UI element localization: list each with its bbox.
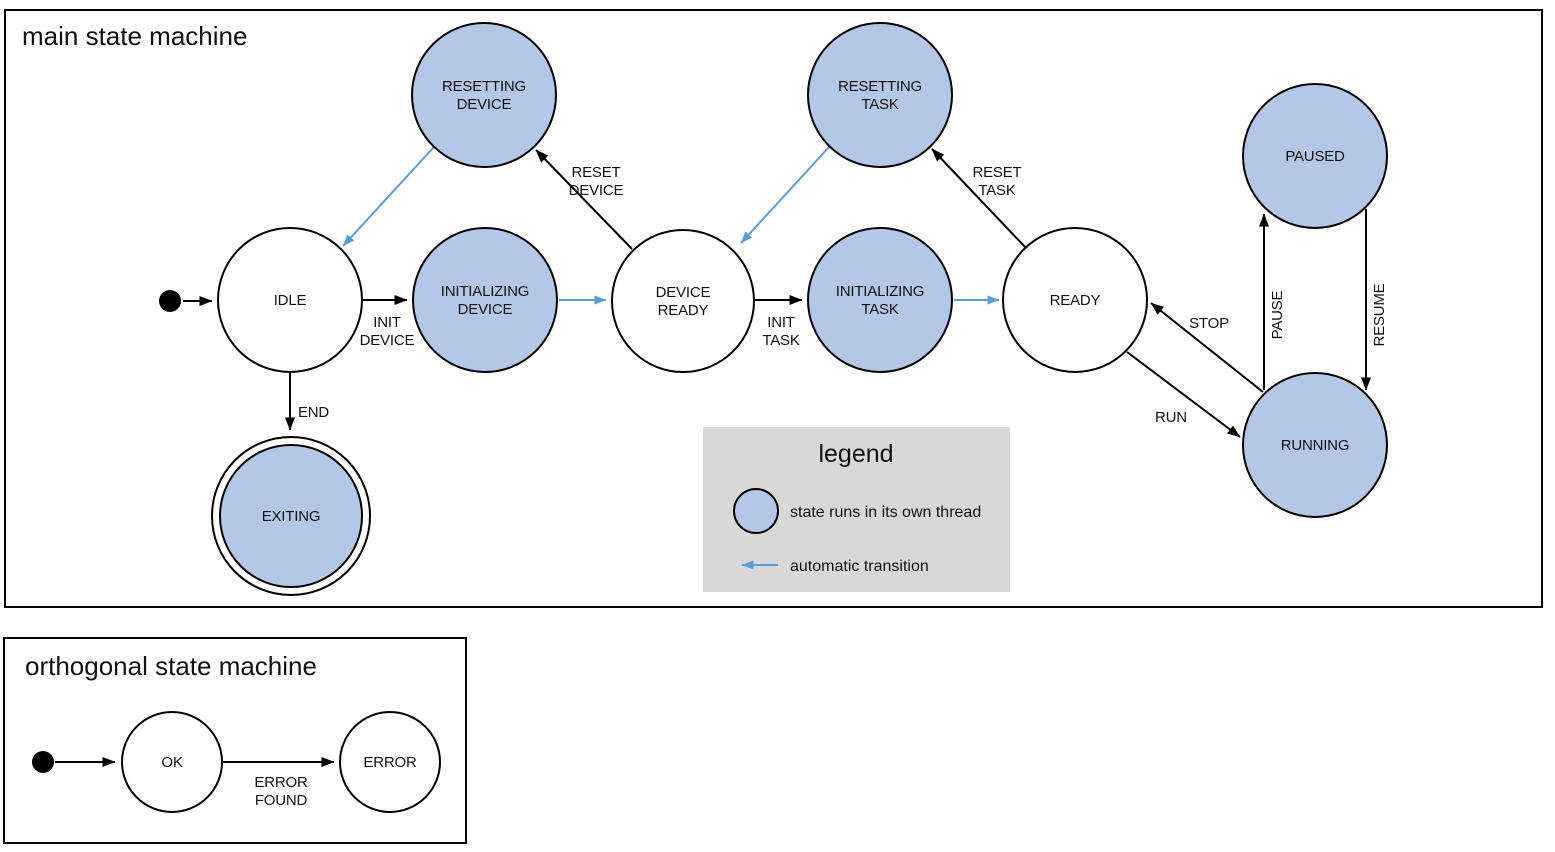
state-ready-circle xyxy=(1002,227,1148,373)
state-exiting-final: EXITING xyxy=(211,436,371,596)
legend-threaded-state-label: state runs in its own thread xyxy=(790,504,981,521)
state-running-label: RUNNING xyxy=(1281,437,1350,454)
transition-pause-label: PAUSE xyxy=(1269,290,1286,339)
state-paused-label: PAUSED xyxy=(1285,148,1345,165)
state-initializing-device-circle xyxy=(412,227,558,373)
state-device-ready-label-line1: DEVICE xyxy=(656,284,711,301)
transition-auto-to-device-ready-2 xyxy=(740,145,831,244)
state-exiting-circle xyxy=(219,444,363,588)
state-initializing-device: INITIALIZING DEVICE xyxy=(412,227,558,373)
transition-end-label: END xyxy=(298,404,329,421)
state-idle-circle xyxy=(217,227,363,373)
transition-stop-label: STOP xyxy=(1189,315,1229,332)
transition-init-device-label-line2: DEVICE xyxy=(360,332,415,349)
state-ready: READY xyxy=(1002,227,1148,373)
legend-auto-transition-label: automatic transition xyxy=(790,558,929,575)
transition-init-task-label-line1: INIT xyxy=(767,314,795,331)
main-panel-frame xyxy=(4,9,1543,608)
state-paused-circle xyxy=(1242,83,1388,229)
legend: legend state runs in its own thread auto… xyxy=(703,427,1010,592)
state-resetting-task-label-line2: TASK xyxy=(861,96,898,113)
transition-auto-to-idle xyxy=(342,146,435,247)
state-running: RUNNING xyxy=(1242,372,1388,518)
orthogonal-state-machine-panel: orthogonal state machine OK ERROR FOUND … xyxy=(3,637,467,844)
transition-reset-device-label-line2: DEVICE xyxy=(569,182,624,199)
state-device-ready: DEVICE READY xyxy=(611,229,755,373)
state-ok: OK xyxy=(121,711,223,813)
main-state-machine-panel: main state machine INIT DEVICE INIT TASK… xyxy=(4,9,1543,608)
state-resetting-device-circle xyxy=(411,22,557,168)
state-initializing-device-label-line1: INITIALIZING xyxy=(441,283,529,300)
state-error-circle xyxy=(339,711,441,813)
transition-resume-label: RESUME xyxy=(1371,283,1388,346)
state-exiting-label: EXITING xyxy=(262,508,321,525)
state-initializing-task-circle xyxy=(807,227,953,373)
state-error-label: ERROR xyxy=(363,754,417,771)
state-error: ERROR xyxy=(339,711,441,813)
state-initializing-task-label-line2: TASK xyxy=(861,301,898,318)
legend-threaded-state-icon xyxy=(733,488,779,534)
state-device-ready-circle xyxy=(611,229,755,373)
transition-init-device-label-line1: INIT xyxy=(373,314,401,331)
transition-stop xyxy=(1150,302,1264,393)
orthogonal-initial-state-dot xyxy=(32,751,54,773)
initial-state-dot xyxy=(159,290,181,312)
state-initializing-device-label-line2: DEVICE xyxy=(458,301,513,318)
state-ready-label: READY xyxy=(1050,292,1101,309)
transition-reset-task xyxy=(931,148,1027,249)
state-initializing-task: INITIALIZING TASK xyxy=(807,227,953,373)
state-running-circle xyxy=(1242,372,1388,518)
transition-run xyxy=(1126,351,1241,438)
transition-reset-task-label-line2: TASK xyxy=(978,182,1015,199)
transition-reset-task-label-line1: RESET xyxy=(972,164,1021,181)
main-states: IDLE RESETTING DEVICE INITIALIZING DEVIC… xyxy=(211,22,1388,596)
state-resetting-task-circle xyxy=(807,22,953,168)
state-resetting-task: RESETTING TASK xyxy=(807,22,953,168)
transition-reset-device xyxy=(535,149,633,250)
state-resetting-device: RESETTING DEVICE xyxy=(411,22,557,168)
transition-error-found-label-line1: ERROR xyxy=(254,774,308,791)
state-resetting-task-label-line1: RESETTING xyxy=(838,78,922,95)
state-paused: PAUSED xyxy=(1242,83,1388,229)
transition-init-task-label-line2: TASK xyxy=(762,332,799,349)
transition-error-found-label-line2: FOUND xyxy=(255,792,308,809)
main-panel-title: main state machine xyxy=(22,21,247,51)
transition-reset-device-label-line1: RESET xyxy=(571,164,620,181)
state-ok-label: OK xyxy=(161,754,182,771)
state-resetting-device-label-line2: DEVICE xyxy=(457,96,512,113)
legend-title: legend xyxy=(818,440,893,468)
state-initializing-task-label-line1: INITIALIZING xyxy=(836,283,924,300)
orthogonal-panel-frame xyxy=(3,637,467,844)
transition-run-label: RUN xyxy=(1155,409,1187,426)
orthogonal-panel-title: orthogonal state machine xyxy=(25,651,317,681)
state-device-ready-label-line2: READY xyxy=(658,302,709,319)
main-transitions: INIT DEVICE INIT TASK RESET DEVICE RESET… xyxy=(159,145,1388,438)
state-idle: IDLE xyxy=(217,227,363,373)
state-resetting-device-label-line1: RESETTING xyxy=(442,78,526,95)
state-idle-label: IDLE xyxy=(274,292,307,309)
